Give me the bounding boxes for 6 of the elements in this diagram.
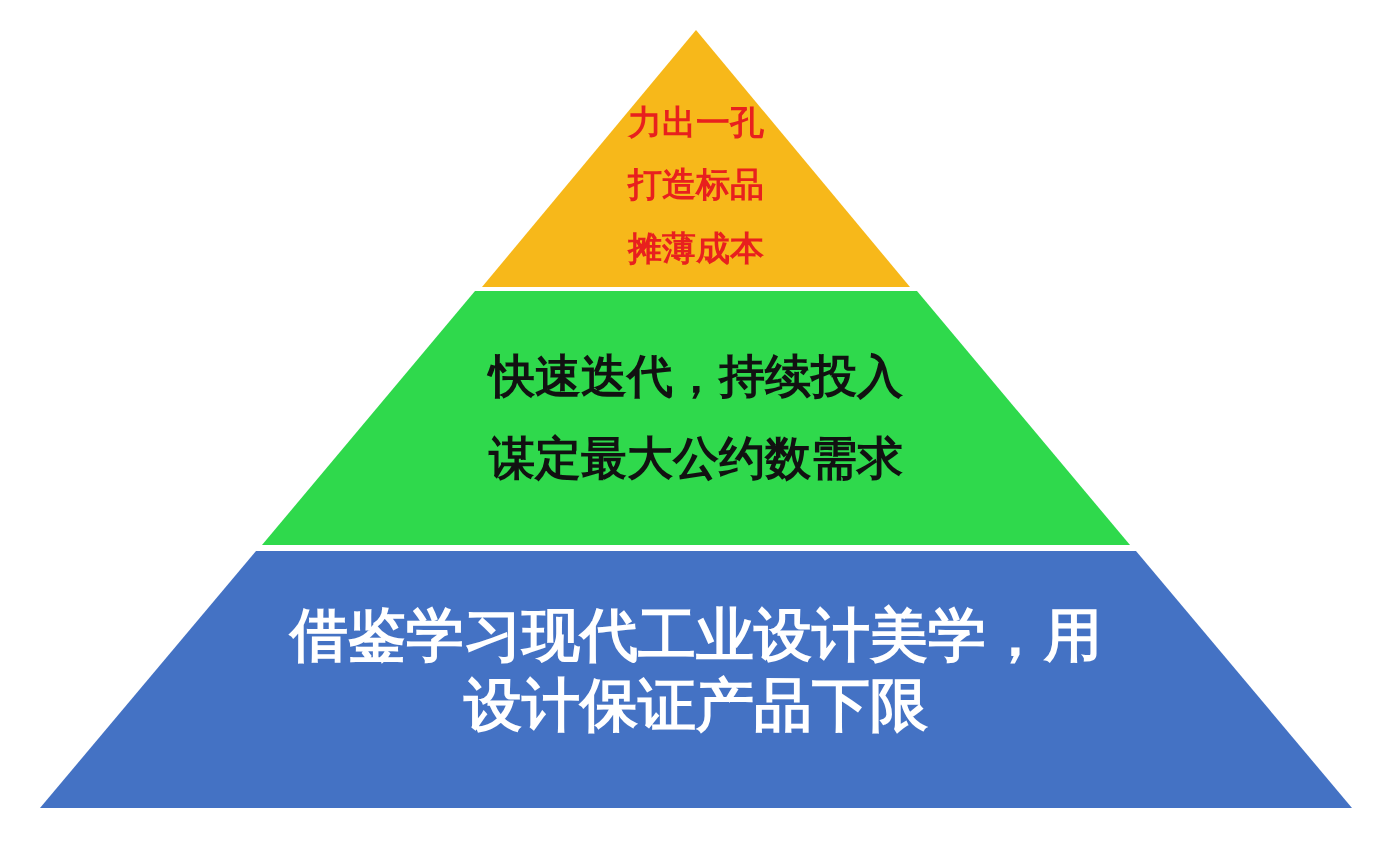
tier-text: 谋定最大公约数需求 [489, 431, 903, 487]
tier-text: 借鉴学习现代工业设计美学，用设计保证产品下限 [287, 601, 1103, 741]
tier-text: 快速迭代，持续投入 [489, 349, 903, 405]
tier-text: 打造标品 [628, 164, 764, 205]
tier-text: 力出一孔 [628, 102, 764, 143]
tier-text: 摊薄成本 [628, 228, 764, 269]
